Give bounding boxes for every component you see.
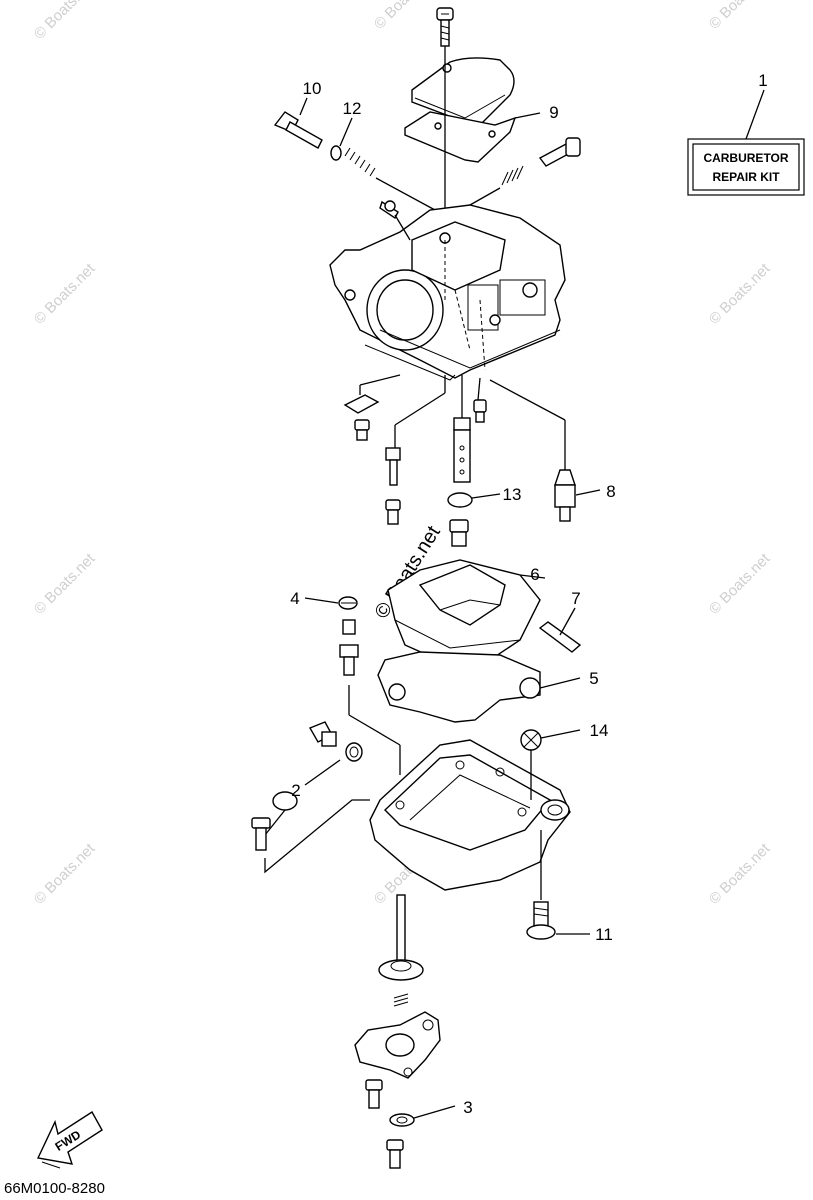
float-bowl bbox=[251, 721, 590, 940]
callout-12: 12 bbox=[343, 99, 362, 118]
callout-8: 8 bbox=[606, 482, 615, 501]
watermark: © Boats.net bbox=[706, 550, 774, 618]
callout-3: 3 bbox=[463, 1098, 472, 1117]
callouts: 1 2 3 4 5 6 7 8 9 10 11 12 13 14 bbox=[290, 71, 767, 1117]
watermark: © Boats.net bbox=[31, 0, 99, 43]
kit-label-line1: CARBURETOR bbox=[703, 151, 788, 165]
watermark: © Boats.net bbox=[706, 840, 774, 908]
watermark: © Boats.net bbox=[31, 840, 99, 908]
callout-9: 9 bbox=[549, 103, 558, 122]
watermarks: © Boats.net © Boats.net © Boats.net © Bo… bbox=[31, 0, 774, 908]
carburetor-repair-kit-box: CARBURETOR REPAIR KIT bbox=[687, 89, 805, 196]
callout-14: 14 bbox=[590, 721, 609, 740]
watermark: © Boats.net bbox=[706, 260, 774, 328]
watermark: © Boats.net bbox=[371, 0, 439, 33]
callout-5: 5 bbox=[589, 669, 598, 688]
callout-2: 2 bbox=[291, 781, 300, 800]
pump-assembly bbox=[354, 894, 456, 1169]
pilot-screw-assembly bbox=[469, 137, 581, 206]
callout-6: 6 bbox=[530, 565, 539, 584]
watermark: © Boats.net bbox=[706, 0, 774, 33]
top-cover-assembly bbox=[404, 7, 541, 240]
watermark: © Boats.net bbox=[31, 550, 99, 618]
callout-7: 7 bbox=[571, 589, 580, 608]
callout-11: 11 bbox=[595, 925, 613, 944]
diagram-code: 66M0100-8280 bbox=[4, 1180, 105, 1197]
callout-4: 4 bbox=[290, 589, 299, 608]
idle-screw-assembly bbox=[273, 97, 436, 211]
kit-label-line2: REPAIR KIT bbox=[712, 170, 780, 184]
float-assembly bbox=[304, 559, 582, 775]
carburetor-body bbox=[329, 200, 566, 381]
jets-assembly bbox=[343, 374, 601, 547]
callout-13: 13 bbox=[503, 485, 522, 504]
callout-10: 10 bbox=[303, 79, 322, 98]
callout-1: 1 bbox=[758, 71, 767, 90]
watermark: © Boats.net bbox=[31, 260, 99, 328]
fwd-arrow: FWD bbox=[36, 1111, 103, 1169]
